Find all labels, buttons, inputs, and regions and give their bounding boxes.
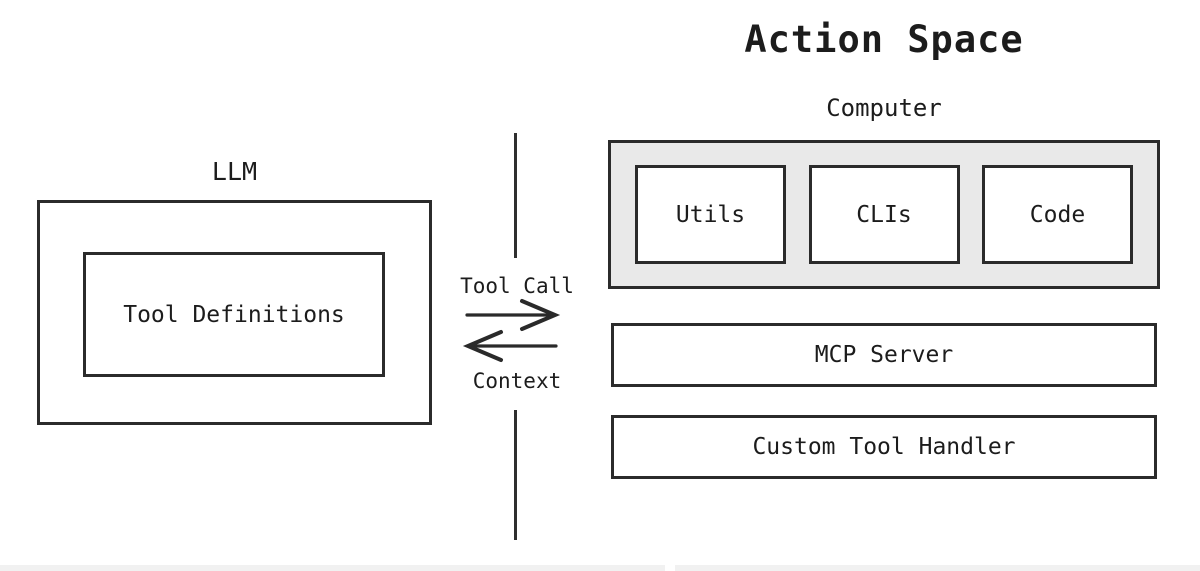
context-label: Context [472,369,562,393]
utils-box: Utils [635,165,786,264]
mcp-server-box: MCP Server [611,323,1157,387]
code-label: Code [1029,201,1086,228]
mcp-server-label: MCP Server [814,342,954,368]
divider-line-top [514,133,517,258]
llm-label: LLM [211,157,258,186]
divider-line-bottom [514,410,517,540]
custom-tool-handler-label: Custom Tool Handler [752,434,1016,460]
clis-label: CLIs [856,201,912,228]
bottom-edge-strip [0,565,1200,571]
utils-label: Utils [675,201,746,228]
tool-definitions-label: Tool Definitions [123,301,345,328]
tool-call-arrow-icon [465,299,561,331]
bottom-strip-gap [665,565,675,571]
diagram-title: Action Space [744,18,1024,61]
custom-tool-handler-box: Custom Tool Handler [611,415,1157,479]
tool-definitions-box: Tool Definitions [83,252,385,377]
code-box: Code [982,165,1133,264]
computer-box: Utils CLIs Code [608,140,1160,289]
clis-box: CLIs [808,165,960,264]
tool-call-label: Tool Call [460,274,574,298]
computer-label: Computer [826,94,942,122]
tool-call-context-arrows-icon [462,299,561,362]
context-arrow-icon [462,330,558,362]
